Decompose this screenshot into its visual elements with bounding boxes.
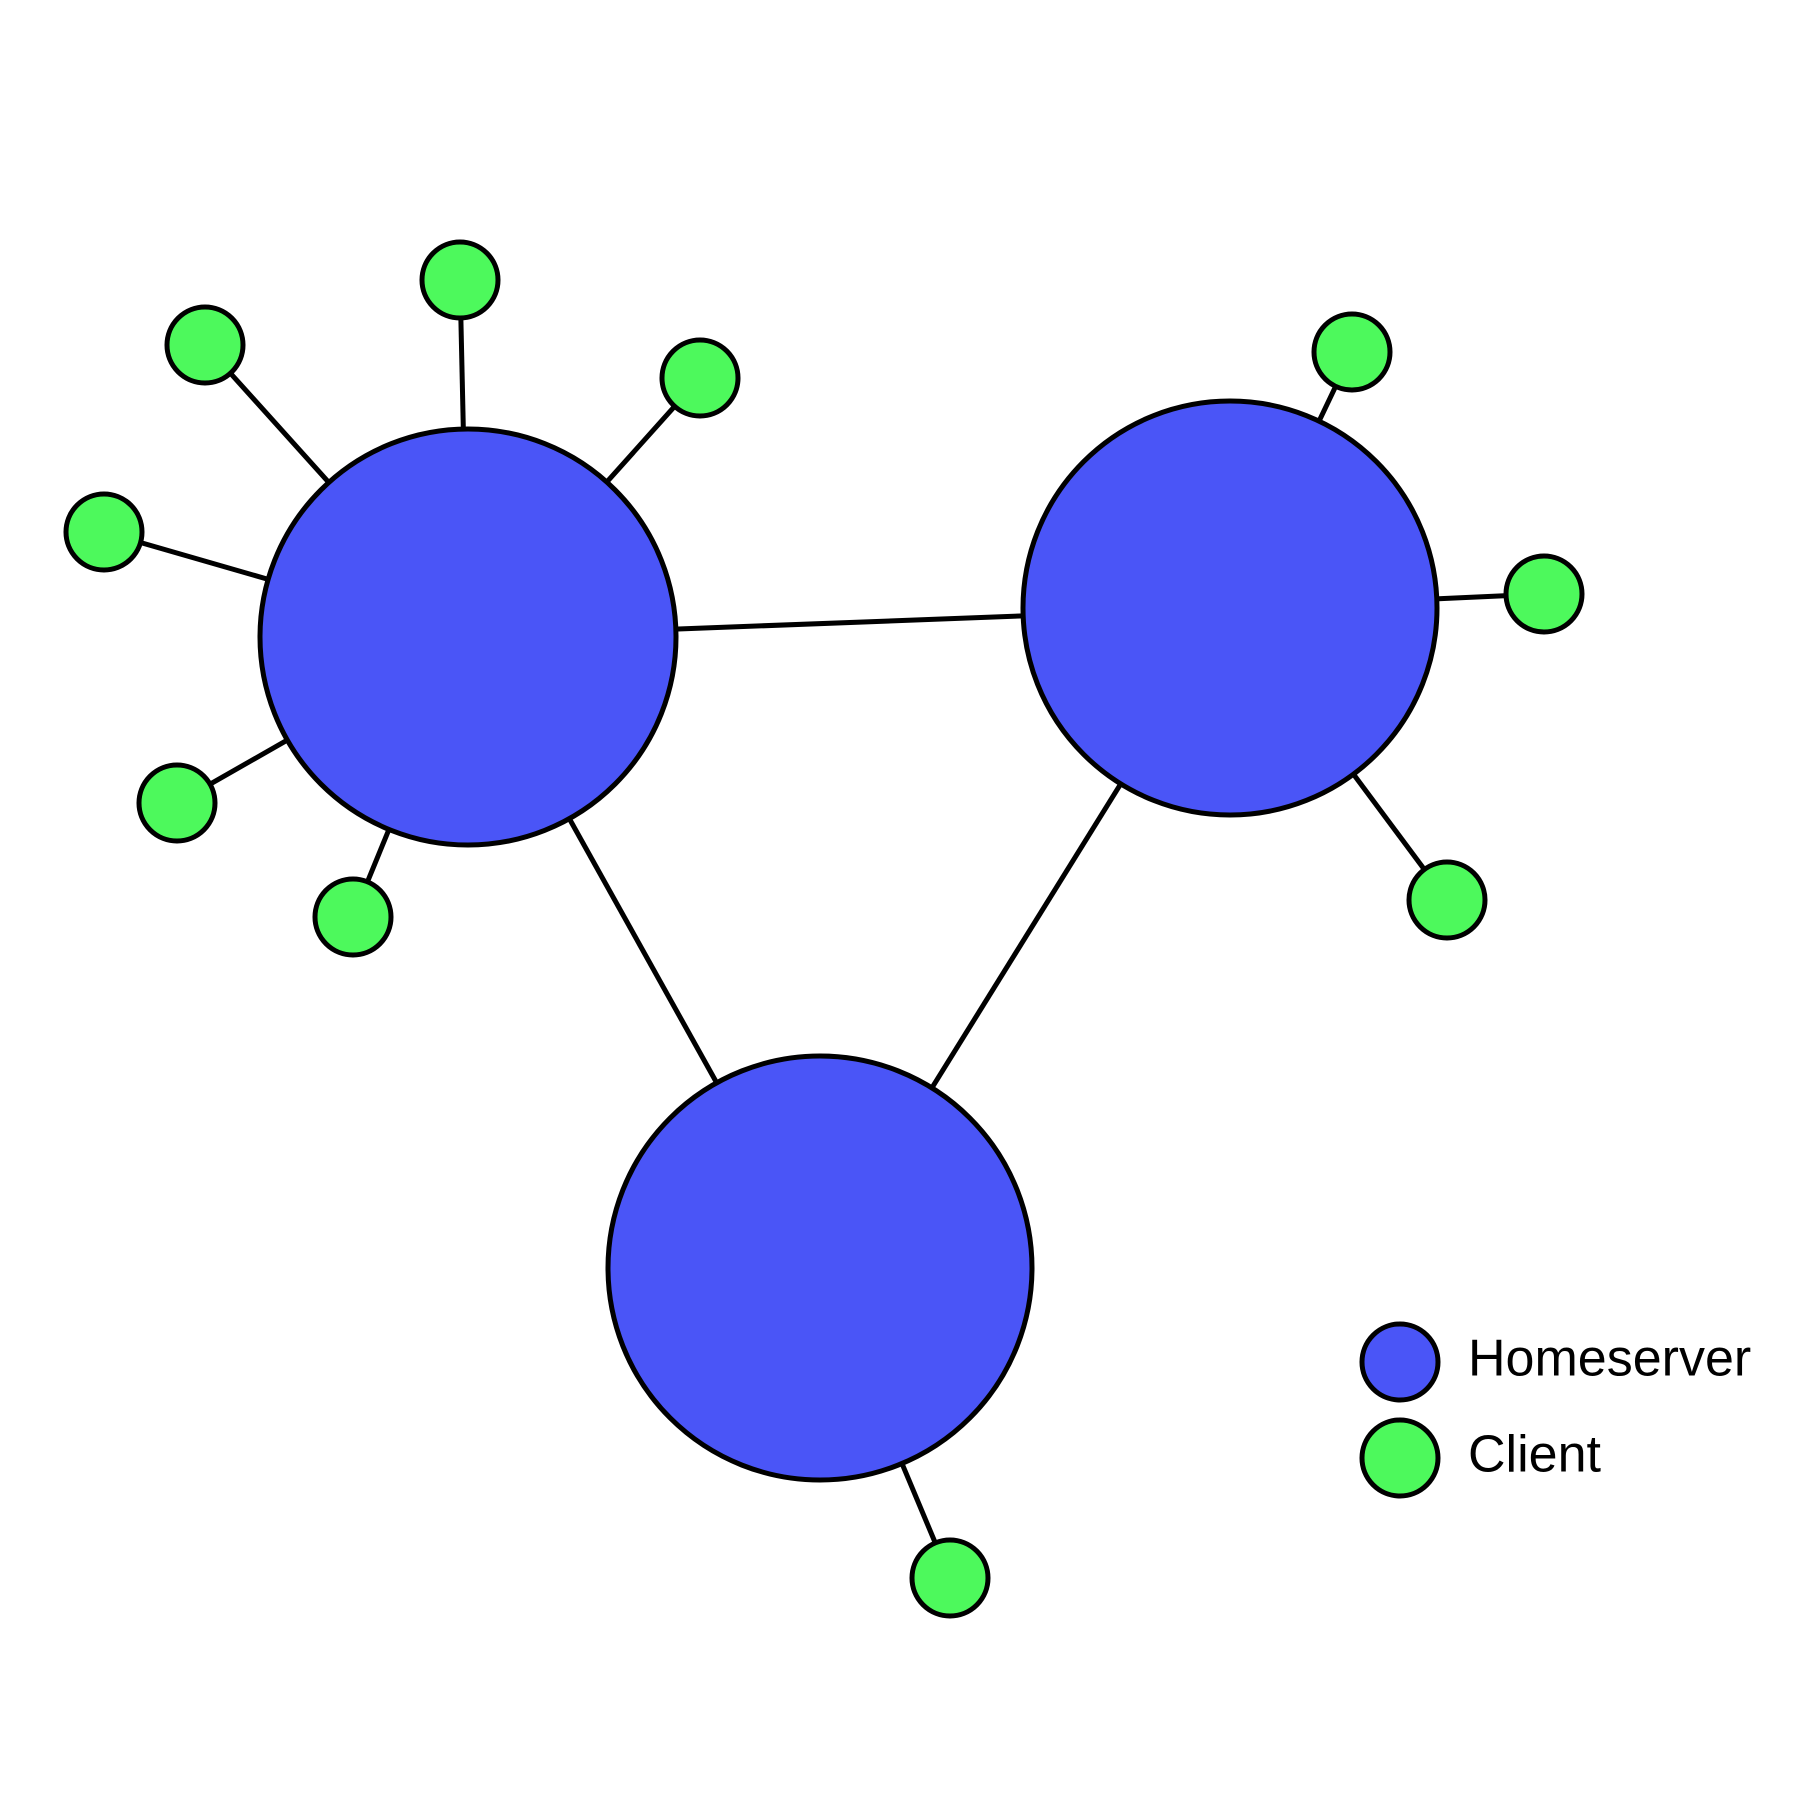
client-node[interactable] (312, 876, 394, 958)
homeserver-node[interactable] (1020, 398, 1440, 818)
homeserver-nodes (257, 398, 1440, 1483)
client-link (207, 737, 290, 787)
homeserver-node[interactable] (257, 426, 679, 848)
client-link (604, 403, 678, 485)
client-node[interactable] (164, 304, 246, 386)
client-node[interactable] (1503, 553, 1585, 635)
client-node[interactable] (1406, 859, 1488, 941)
client-nodes (63, 239, 1585, 1619)
client-link (1316, 384, 1339, 424)
client-node[interactable] (136, 762, 218, 844)
legend-label-client: Client (1468, 1426, 1601, 1484)
client-link (1350, 771, 1427, 872)
client-link (458, 316, 466, 431)
client-node[interactable] (63, 491, 145, 573)
client-node[interactable] (909, 1537, 991, 1619)
client-node[interactable] (659, 337, 741, 419)
client-node[interactable] (419, 239, 501, 321)
client-node[interactable] (1311, 311, 1393, 393)
federation-link (674, 613, 1025, 632)
client-link (899, 1461, 938, 1545)
client-link (227, 370, 332, 485)
legend-swatch-homeserver (1359, 1321, 1441, 1403)
legend-swatch-client (1359, 1417, 1441, 1499)
federation-link (566, 816, 720, 1085)
federation-link (929, 781, 1124, 1091)
client-link (138, 539, 270, 583)
homeserver-node[interactable] (605, 1053, 1035, 1483)
server-to-server-edges (566, 613, 1124, 1091)
server-to-client-edges (138, 316, 1508, 1545)
client-link (364, 827, 392, 884)
legend-label-homeserver: Homeserver (1468, 1330, 1751, 1388)
client-link (1435, 593, 1508, 602)
